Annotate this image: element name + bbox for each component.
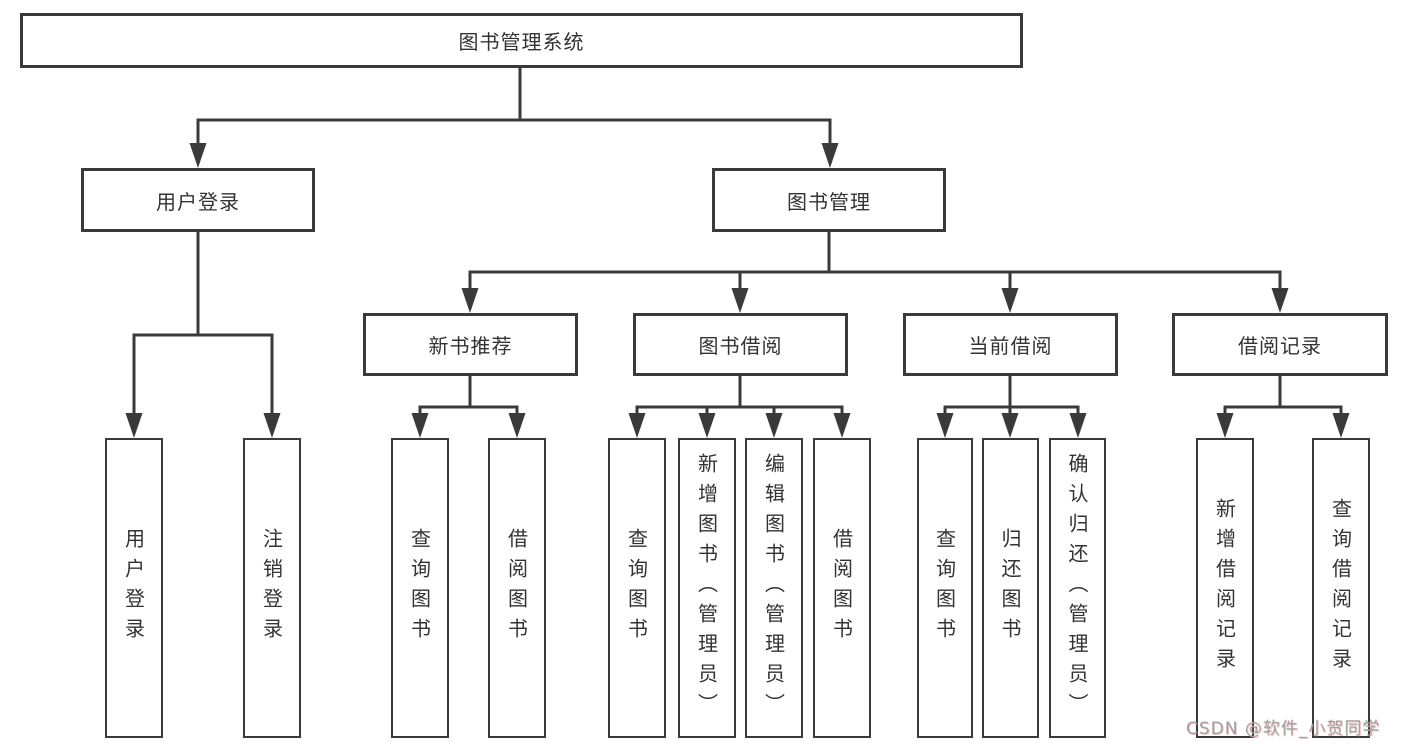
- csdn-watermark: CSDN @软件_小贺同学: [1186, 719, 1381, 739]
- leaf-confirm-return-admin: 确认归还（管理员）: [1049, 438, 1106, 738]
- leaf-return-books: 归还图书: [982, 438, 1039, 738]
- leaf-add-borrow-record: 新增借阅记录: [1196, 438, 1254, 738]
- arrowheads: [125, 143, 1350, 438]
- leaf-logout: 注销登录: [243, 438, 301, 738]
- node-user-login: 用户登录: [81, 168, 315, 232]
- leaf-query-books: 查询图书: [917, 438, 973, 738]
- leaf-edit-books-admin: 编辑图书（管理员）: [745, 438, 803, 738]
- leaf-query-books: 查询图书: [608, 438, 666, 738]
- leaf-borrow-books: 借阅图书: [813, 438, 871, 738]
- leaf-user-login: 用户登录: [105, 438, 163, 738]
- node-new-book-recommendation: 新书推荐: [363, 313, 578, 376]
- node-book-management: 图书管理: [712, 168, 946, 232]
- leaf-query-books: 查询图书: [391, 438, 449, 738]
- node-book-borrowing: 图书借阅: [633, 313, 848, 376]
- node-current-borrowing: 当前借阅: [903, 313, 1118, 376]
- node-borrowing-records: 借阅记录: [1172, 313, 1388, 376]
- leaf-query-borrow-record: 查询借阅记录: [1312, 438, 1370, 738]
- leaf-add-books-admin: 新增图书（管理员）: [678, 438, 736, 738]
- leaf-borrow-books: 借阅图书: [488, 438, 546, 738]
- node-library-management-system: 图书管理系统: [20, 13, 1023, 68]
